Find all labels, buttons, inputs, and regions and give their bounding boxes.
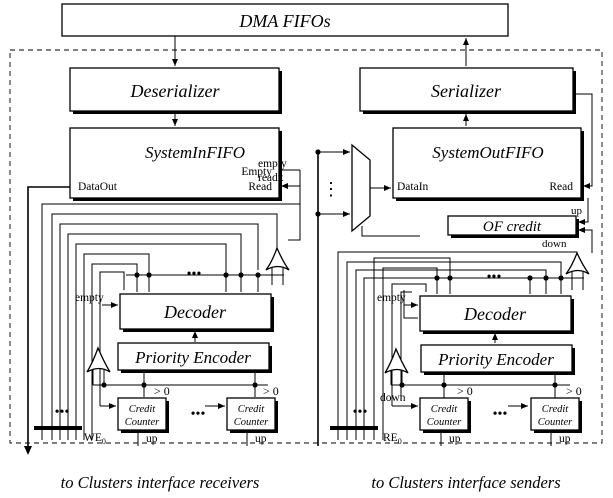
- sender-counter-a-line1: Credit: [431, 404, 459, 415]
- output-mux: ⋮: [322, 143, 371, 233]
- sender-decoder-feedback-wire: [403, 290, 418, 319]
- dma-fifos-label: DMA FIFOs: [238, 11, 330, 31]
- empty-signal-label: empty: [258, 158, 287, 170]
- receiver-counter-a-line1: Credit: [129, 404, 157, 415]
- receiver-counter-b-line1: Credit: [238, 404, 266, 415]
- sender-decoder-inputs: [436, 278, 562, 294]
- sender-counter-a-line2: Counter: [427, 417, 462, 428]
- deserializer-label: Deserializer: [130, 81, 221, 101]
- receiver-credit-counter-a: Credit Counter: [117, 397, 169, 433]
- sender-caption: to Clusters interface senders: [371, 473, 560, 492]
- sender-priority-encoder-label: Priority Encoder: [437, 350, 554, 369]
- sender-bus-dots: •••: [487, 270, 502, 285]
- receiver-credit-counter-b: Credit Counter: [226, 397, 278, 433]
- of-credit-down: down: [542, 238, 567, 250]
- serializer-label: Serializer: [431, 81, 502, 101]
- read-port: Read: [248, 181, 272, 193]
- sender-credit-counter-b: Credit Counter: [530, 397, 582, 433]
- receiver-decoder-label: Decoder: [163, 302, 227, 322]
- receiver-decoder-empty-label: empty: [75, 292, 104, 304]
- sender-down-label: down: [380, 392, 406, 404]
- sender-up-b: up: [559, 433, 571, 445]
- sender-counter-b-line2: Counter: [538, 417, 573, 428]
- mux-dots: ⋮: [322, 179, 340, 199]
- system-out-fifo-label: SystemOutFIFO: [432, 143, 543, 162]
- receiver-priority-encoder-label: Priority Encoder: [134, 348, 251, 367]
- sender-decoder-label: Decoder: [463, 304, 527, 324]
- receiver-caption: to Clusters interface receivers: [61, 473, 260, 492]
- of-credit-down-wire: [578, 227, 593, 253]
- receiver-up-a: up: [146, 433, 158, 445]
- sender-credit-counter-a: Credit Counter: [419, 397, 471, 433]
- sender-read-port: Read: [549, 181, 573, 193]
- readx-signal-label: readx: [258, 172, 284, 184]
- of-credit-up: up: [571, 205, 583, 217]
- receiver-decoder-inputs: [136, 275, 259, 292]
- receiver-or-gate-upper: [265, 246, 290, 285]
- sender-counter-dots: •••: [493, 407, 508, 422]
- of-credit-label: OF credit: [483, 219, 542, 235]
- sender-or-gate-upper: [565, 251, 590, 290]
- receiver-priority-encoder-block: Priority Encoder: [117, 342, 272, 373]
- receiver-counter-dots: •••: [191, 407, 206, 422]
- data-out-port: DataOut: [78, 181, 118, 193]
- data-in-port: DataIn: [397, 181, 429, 193]
- dma-fifos-block: DMA FIFOs: [61, 3, 509, 37]
- module-boundary: [9, 49, 603, 444]
- of-credit-up-wire: [578, 198, 589, 225]
- we-label: WE0: [84, 432, 106, 446]
- sender-gt0-b: > 0: [566, 384, 582, 398]
- sender-up-a: up: [449, 433, 461, 445]
- sender-priority-encoder-block: Priority Encoder: [420, 344, 575, 375]
- serializer-block: Serializer: [359, 67, 576, 114]
- sender-gt0-a: > 0: [457, 384, 473, 398]
- sender-wire-fan: [337, 251, 578, 440]
- system-in-fifo-block: SystemInFIFO DataOut Empty Read: [69, 127, 282, 201]
- receiver-gt0-b: > 0: [263, 384, 279, 398]
- receiver-wire-fan: [41, 170, 301, 440]
- receiver-left-dots: •••: [55, 405, 70, 420]
- receiver-bus-dots: •••: [187, 267, 202, 282]
- sender-decoder-empty-label: empty: [377, 292, 406, 304]
- receiver-counter-b-line2: Counter: [234, 417, 269, 428]
- receiver-gt0-a: > 0: [154, 384, 170, 398]
- sender-decoder-block: Decoder: [419, 295, 574, 334]
- receiver-or-gate-lower: [86, 346, 111, 385]
- receiver-counter-a-line2: Counter: [125, 417, 160, 428]
- data-out-bus: [27, 186, 70, 452]
- receiver-decoder-block: Decoder: [119, 293, 274, 332]
- of-credit-block: OF credit: [447, 215, 579, 238]
- receiver-up-b: up: [255, 433, 267, 445]
- re-label: RE0: [383, 432, 402, 446]
- sender-left-dots: •••: [353, 405, 368, 420]
- mux-select-wire: [361, 226, 420, 237]
- sender-counter-b-line1: Credit: [542, 404, 570, 415]
- sender-or-gate-lower: [384, 347, 409, 385]
- system-in-fifo-label: SystemInFIFO: [145, 143, 245, 162]
- system-out-fifo-block: SystemOutFIFO DataIn Read: [392, 127, 584, 201]
- sender-read-wire: [573, 93, 593, 189]
- empty-port: Empty: [241, 166, 272, 178]
- deserializer-block: Deserializer: [69, 67, 282, 114]
